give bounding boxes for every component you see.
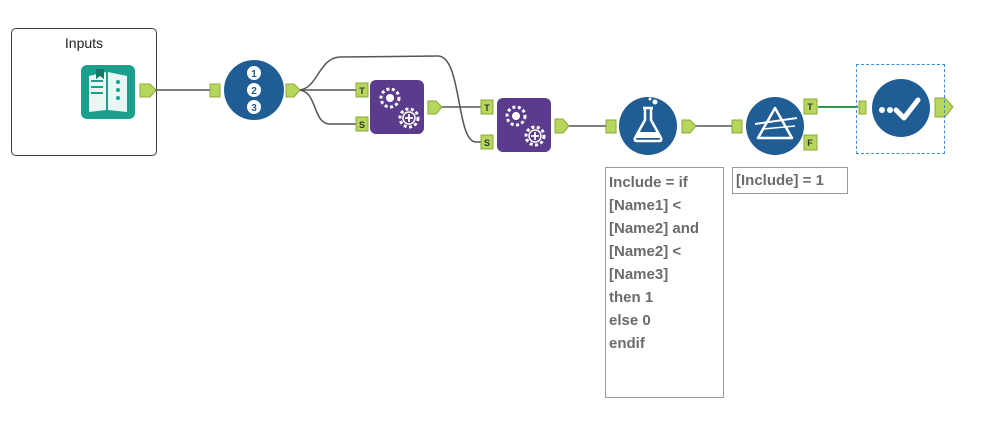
svg-text:S: S [484,138,490,148]
svg-text:3: 3 [251,103,257,114]
anchor-in-formula[interactable] [605,119,617,134]
formula-tool[interactable] [619,97,677,155]
record-id-tool[interactable]: 1 2 3 [224,60,284,120]
connection-recordid-append1-s[interactable] [297,89,357,125]
anchor-in-append2-t[interactable]: T [480,99,494,115]
anchor-out-filter-t[interactable]: T [803,98,818,115]
anchor-out-recordid[interactable] [285,83,301,98]
connection-recordid-append2-s[interactable] [297,55,482,143]
svg-text:1: 1 [251,69,257,80]
selection-outline [856,64,945,154]
directory-tool[interactable] [81,65,135,119]
anchor-in-append2-s[interactable]: S [480,134,494,150]
anchor-out-directory[interactable] [139,83,157,98]
svg-text:2: 2 [251,86,257,97]
container-title: Inputs [64,35,104,51]
formula-annotation: Include = if [Name1] < [Name2] and [Name… [605,167,724,398]
svg-text:T: T [807,102,813,112]
anchor-in-browse[interactable] [858,100,867,115]
anchor-in-filter[interactable] [731,119,743,134]
anchor-in-append1-s[interactable]: S [355,116,369,132]
svg-text:T: T [484,103,490,113]
anchor-out-formula[interactable] [681,119,697,134]
filter-annotation: [Include] = 1 [732,167,848,194]
svg-text:S: S [359,120,365,130]
append-fields-tool-1[interactable] [370,80,424,134]
append-fields-tool-2[interactable] [497,98,551,152]
filter-tool[interactable] [746,97,804,155]
anchor-out-filter-f[interactable]: F [803,134,818,151]
svg-text:F: F [807,138,813,148]
anchor-in-append1-t[interactable]: T [355,82,369,98]
svg-text:T: T [359,86,365,96]
anchor-out-append2[interactable] [554,118,570,134]
browse-tool[interactable] [872,79,930,137]
anchor-in-recordid[interactable] [209,83,221,98]
connections [155,55,858,143]
anchor-out-append1[interactable] [427,100,443,115]
